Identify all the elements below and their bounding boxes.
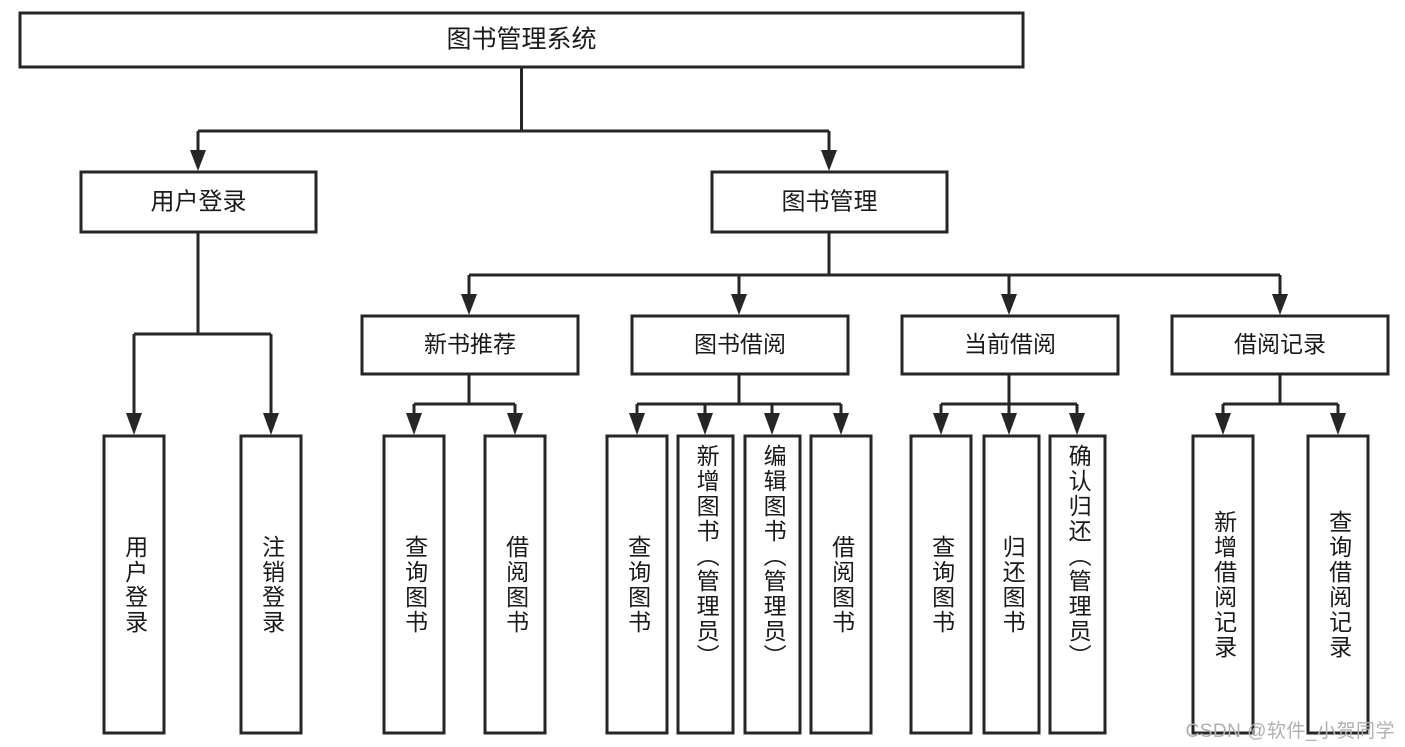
node-new-book-recommend-label: 新书推荐 [424, 331, 516, 357]
leaf-rect-current-return[interactable] [982, 434, 1041, 735]
arrow-borrowrecord-leaf-1 [1215, 413, 1231, 435]
node-root[interactable]: 图书管理系统 [18, 11, 1025, 69]
arrow-currentborrow-leaf-2 [1001, 413, 1017, 435]
node-book-borrow-rect[interactable] [630, 314, 850, 376]
arrow-bookborrow-leaf-4 [833, 413, 849, 435]
node-current-borrow-rect[interactable] [900, 314, 1120, 376]
node-new-book-recommend-rect[interactable] [360, 314, 580, 376]
node-borrow-record[interactable]: 借阅记录 [1170, 314, 1390, 376]
leaf-rect-logout[interactable] [239, 434, 303, 735]
node-borrow-record-rect[interactable] [1170, 314, 1390, 376]
leaf-rect-user-login[interactable] [102, 434, 166, 735]
node-book-borrow-label: 图书借阅 [694, 331, 786, 357]
leaf-rect-borrow-add[interactable] [676, 434, 735, 735]
node-user-login-label: 用户登录 [151, 188, 247, 215]
arrow-newbook-leaf-2 [507, 413, 523, 435]
node-current-borrow[interactable]: 当前借阅 [900, 314, 1120, 376]
node-book-borrow[interactable]: 图书借阅 [630, 314, 850, 376]
leaf-rect-borrow-lend[interactable] [809, 434, 873, 735]
node-current-borrow-label: 当前借阅 [964, 331, 1056, 357]
arrow-to-borrow-record [1272, 294, 1288, 315]
leaf-rect-record-query[interactable] [1306, 434, 1370, 735]
leaf-rect-record-add[interactable] [1191, 434, 1255, 735]
node-new-book-recommend[interactable]: 新书推荐 [360, 314, 580, 376]
leaf-rect-borrow-query[interactable] [605, 434, 669, 735]
leaf-rects [102, 434, 1370, 735]
arrow-to-leaf-user-login [126, 413, 142, 435]
node-root-label: 图书管理系统 [446, 26, 596, 54]
leaf-rect-borrow-edit[interactable] [743, 434, 802, 735]
leaf-rect-newbook-query[interactable] [382, 434, 446, 735]
node-user-login[interactable]: 用户登录 [79, 170, 318, 234]
node-borrow-record-label: 借阅记录 [1234, 331, 1326, 357]
node-book-management[interactable]: 图书管理 [710, 170, 949, 234]
arrow-currentborrow-leaf-1 [933, 413, 949, 435]
arrow-bookborrow-leaf-3 [764, 413, 780, 435]
arrow-currentborrow-leaf-3 [1069, 413, 1085, 435]
edges [126, 67, 1346, 435]
csdn-watermark: CSDN @软件_小贺同学 [1185, 721, 1395, 742]
arrow-to-user-login [190, 150, 206, 171]
node-book-management-rect[interactable] [710, 170, 949, 234]
arrow-to-book-mgmt [821, 150, 837, 171]
arrow-to-current-borrow [1001, 294, 1017, 315]
arrow-to-new-book [461, 294, 477, 315]
arrow-borrowrecord-leaf-2 [1330, 413, 1346, 435]
arrow-bookborrow-leaf-1 [629, 413, 645, 435]
leaf-rect-current-confirm[interactable] [1048, 434, 1107, 735]
node-book-management-label: 图书管理 [782, 188, 878, 215]
arrow-to-leaf-logout [263, 413, 279, 435]
arrow-newbook-leaf-1 [406, 413, 422, 435]
arrow-to-book-borrow [731, 294, 747, 315]
leaf-rect-current-query[interactable] [909, 434, 973, 735]
node-root-rect[interactable] [18, 11, 1025, 69]
leaf-rect-newbook-borrow[interactable] [483, 434, 547, 735]
arrow-bookborrow-leaf-2 [697, 413, 713, 435]
node-user-login-rect[interactable] [79, 170, 318, 234]
